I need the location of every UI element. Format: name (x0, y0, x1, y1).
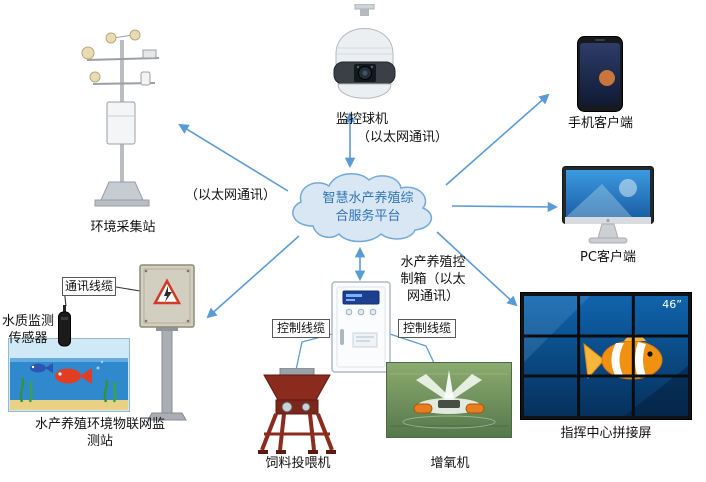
env-station-illustration (75, 26, 170, 220)
control-cable-left-label: 控制线缆 (272, 319, 330, 338)
video-wall-illustration: 46” (520, 292, 692, 420)
env-station-label: 环境采集站 (90, 220, 156, 235)
sensor-probe-icon (58, 305, 71, 347)
feeder-illustration (250, 367, 344, 458)
wall-size-badge: 46” (662, 298, 682, 311)
arrow-cloud-to-pc (451, 201, 559, 213)
aerator-icon (386, 362, 512, 438)
video-wall-label: 指挥中心拼接屏 (560, 426, 652, 441)
phone-illustration (577, 36, 623, 116)
arrow-cloud-to-video-wall (436, 231, 518, 307)
video-wall-icon (520, 292, 692, 420)
pc-illustration (562, 166, 654, 250)
camera-ethernet-label: （以太网通讯） (356, 130, 448, 145)
cloud-shape (292, 173, 433, 243)
comm-cable-line-to-cabinet (115, 286, 141, 292)
control-cable-left-line (295, 333, 333, 371)
hazard-warning-icon (152, 278, 182, 305)
arrow-cloud-to-env-station (178, 123, 289, 192)
blue-fish (30, 363, 53, 373)
aquarium-icon (8, 338, 130, 412)
control-box-label: 水产养殖控制箱（以太网通讯） (400, 255, 466, 304)
water-sensor-label: 水质监测传感器 (1, 314, 54, 346)
aerator-label: 增氧机 (430, 456, 470, 471)
control-cable-right-label: 控制线缆 (398, 319, 456, 338)
feeder-label: 饲料投喂机 (265, 456, 331, 471)
ethernet-left-label: （以太网通讯） (184, 188, 276, 203)
outdoor-cabinet-icon (139, 264, 195, 421)
water-sensor-illustration (57, 305, 72, 353)
platform-label: 智慧水产养殖综合服务平台 (322, 190, 414, 224)
fish-tank-illustration (8, 338, 130, 416)
aerator-illustration (386, 362, 512, 442)
iot-station-label: 水产养殖环境物联网监测站 (34, 417, 165, 449)
control-box-illustration (331, 281, 391, 377)
arrow-cloud-to-iot-station (206, 235, 300, 319)
control-cabinet-icon (331, 281, 391, 373)
phone-label: 手机客户端 (567, 116, 633, 131)
control-cable-right-line (389, 333, 435, 364)
dome-camera-icon (333, 3, 396, 99)
pc-label: PC客户端 (580, 250, 636, 265)
arrow-cloud-to-phone (445, 93, 550, 186)
iot-cabinet-illustration (138, 263, 196, 425)
smartphone-icon (577, 36, 623, 112)
weather-station-icon (81, 29, 160, 207)
comm-cable-label: 通讯线缆 (62, 277, 116, 296)
red-fish (55, 368, 92, 384)
camera-illustration (327, 3, 402, 114)
platform-cloud: 智慧水产养殖综合服务平台 (283, 164, 453, 252)
feeder-machine-icon (258, 367, 336, 454)
camera-label: 监控球机 (335, 112, 388, 127)
desktop-monitor-icon (562, 166, 654, 244)
